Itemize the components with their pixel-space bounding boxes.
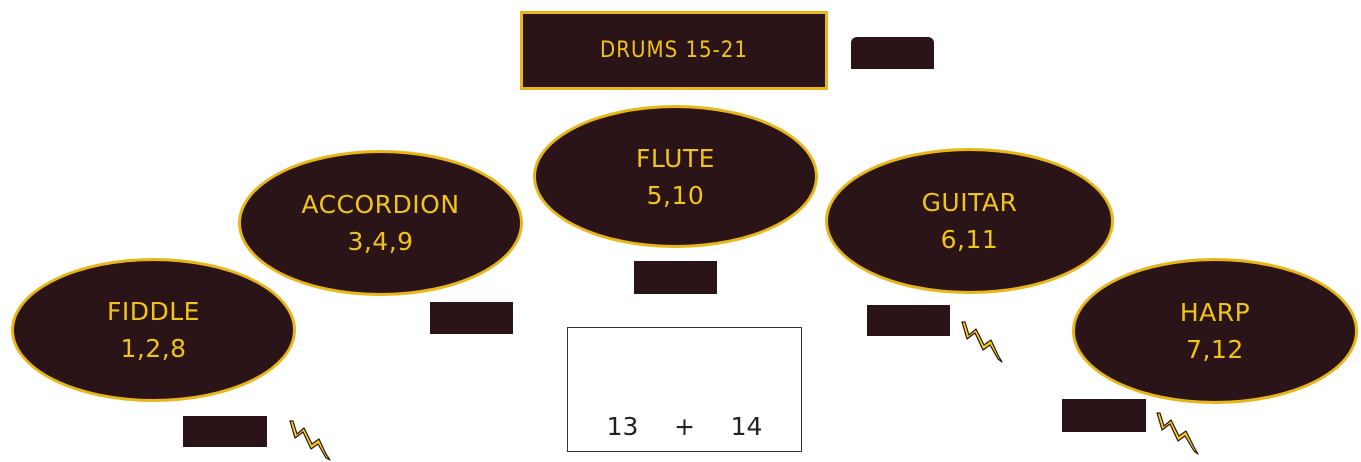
harp-name: HARP xyxy=(1179,298,1251,327)
fiddle-oval: FIDDLE 1,2,8 xyxy=(11,258,296,402)
flute-oval: FLUTE 5,10 xyxy=(533,105,818,248)
drums-title: DRUMS 15-21 xyxy=(600,38,748,63)
accordion-block xyxy=(430,302,513,334)
flute-block xyxy=(634,261,717,294)
sum-operator: + xyxy=(674,412,695,441)
harp-block xyxy=(1062,399,1146,432)
lightning-bolt-icon xyxy=(1156,412,1199,455)
guitar-block xyxy=(867,305,950,336)
lightning-bolt-icon xyxy=(289,420,331,461)
drums-tab xyxy=(851,37,934,69)
flute-name: FLUTE xyxy=(636,143,715,173)
sum-right: 14 xyxy=(730,412,763,441)
accordion-numbers: 3,4,9 xyxy=(347,227,414,256)
lightning-bolt-icon xyxy=(961,321,1003,363)
accordion-oval: ACCORDION 3,4,9 xyxy=(238,150,523,296)
harp-numbers: 7,12 xyxy=(1186,335,1244,364)
fiddle-numbers: 1,2,8 xyxy=(120,334,187,363)
fiddle-block xyxy=(183,416,267,447)
fiddle-name: FIDDLE xyxy=(107,297,200,326)
accordion-name: ACCORDION xyxy=(301,190,460,219)
sum-box: 13 + 14 xyxy=(567,327,802,452)
sum-left: 13 xyxy=(606,412,639,441)
guitar-oval: GUITAR 6,11 xyxy=(825,148,1114,294)
drums-title-box: DRUMS 15-21 xyxy=(520,11,828,90)
sum-expression: 13 + 14 xyxy=(568,412,801,441)
harp-oval: HARP 7,12 xyxy=(1072,258,1358,404)
guitar-name: GUITAR xyxy=(921,188,1018,217)
guitar-numbers: 6,11 xyxy=(940,225,999,254)
flute-numbers: 5,10 xyxy=(646,180,705,210)
